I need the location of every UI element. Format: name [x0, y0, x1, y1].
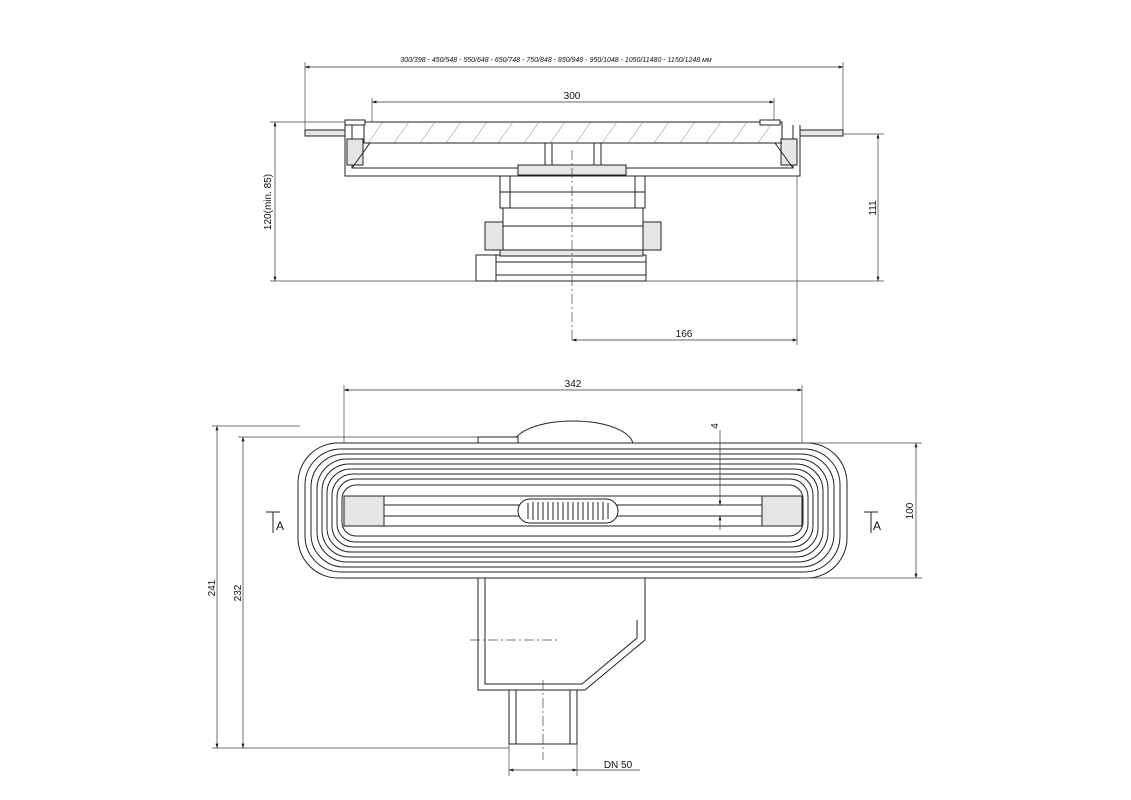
- outlet-housing: [477, 577, 646, 691]
- height-right-label: 111: [868, 200, 879, 216]
- depth-241-label: 241: [207, 579, 218, 596]
- outlet-support: [544, 142, 602, 166]
- left-flange: [304, 129, 346, 137]
- section-mark-right: A: [873, 519, 881, 533]
- outlet-pipe: [475, 254, 647, 282]
- height-label: 120(min. 85): [263, 174, 274, 230]
- right-flange: [799, 129, 844, 137]
- grate-length-label: 300: [564, 91, 581, 102]
- section-mark-left: A: [276, 519, 284, 533]
- overall-sizes-label: 300/398 - 450/548 - 550/648 - 650/748 - …: [400, 57, 712, 64]
- grate-hatched: [363, 121, 783, 144]
- section-view: 300/398 - 450/548 - 550/648 - 650/748 - …: [263, 57, 884, 345]
- outlet-offset-label: 166: [676, 329, 693, 340]
- siphon-body: [502, 207, 644, 251]
- body-width-label: 100: [905, 502, 916, 519]
- outlet-size-label: DN 50: [604, 760, 633, 771]
- depth-4-label: 4: [710, 423, 721, 429]
- depth-232-label: 232: [233, 584, 244, 601]
- body-length-label: 342: [565, 379, 582, 390]
- plan-view: 342: [207, 379, 922, 776]
